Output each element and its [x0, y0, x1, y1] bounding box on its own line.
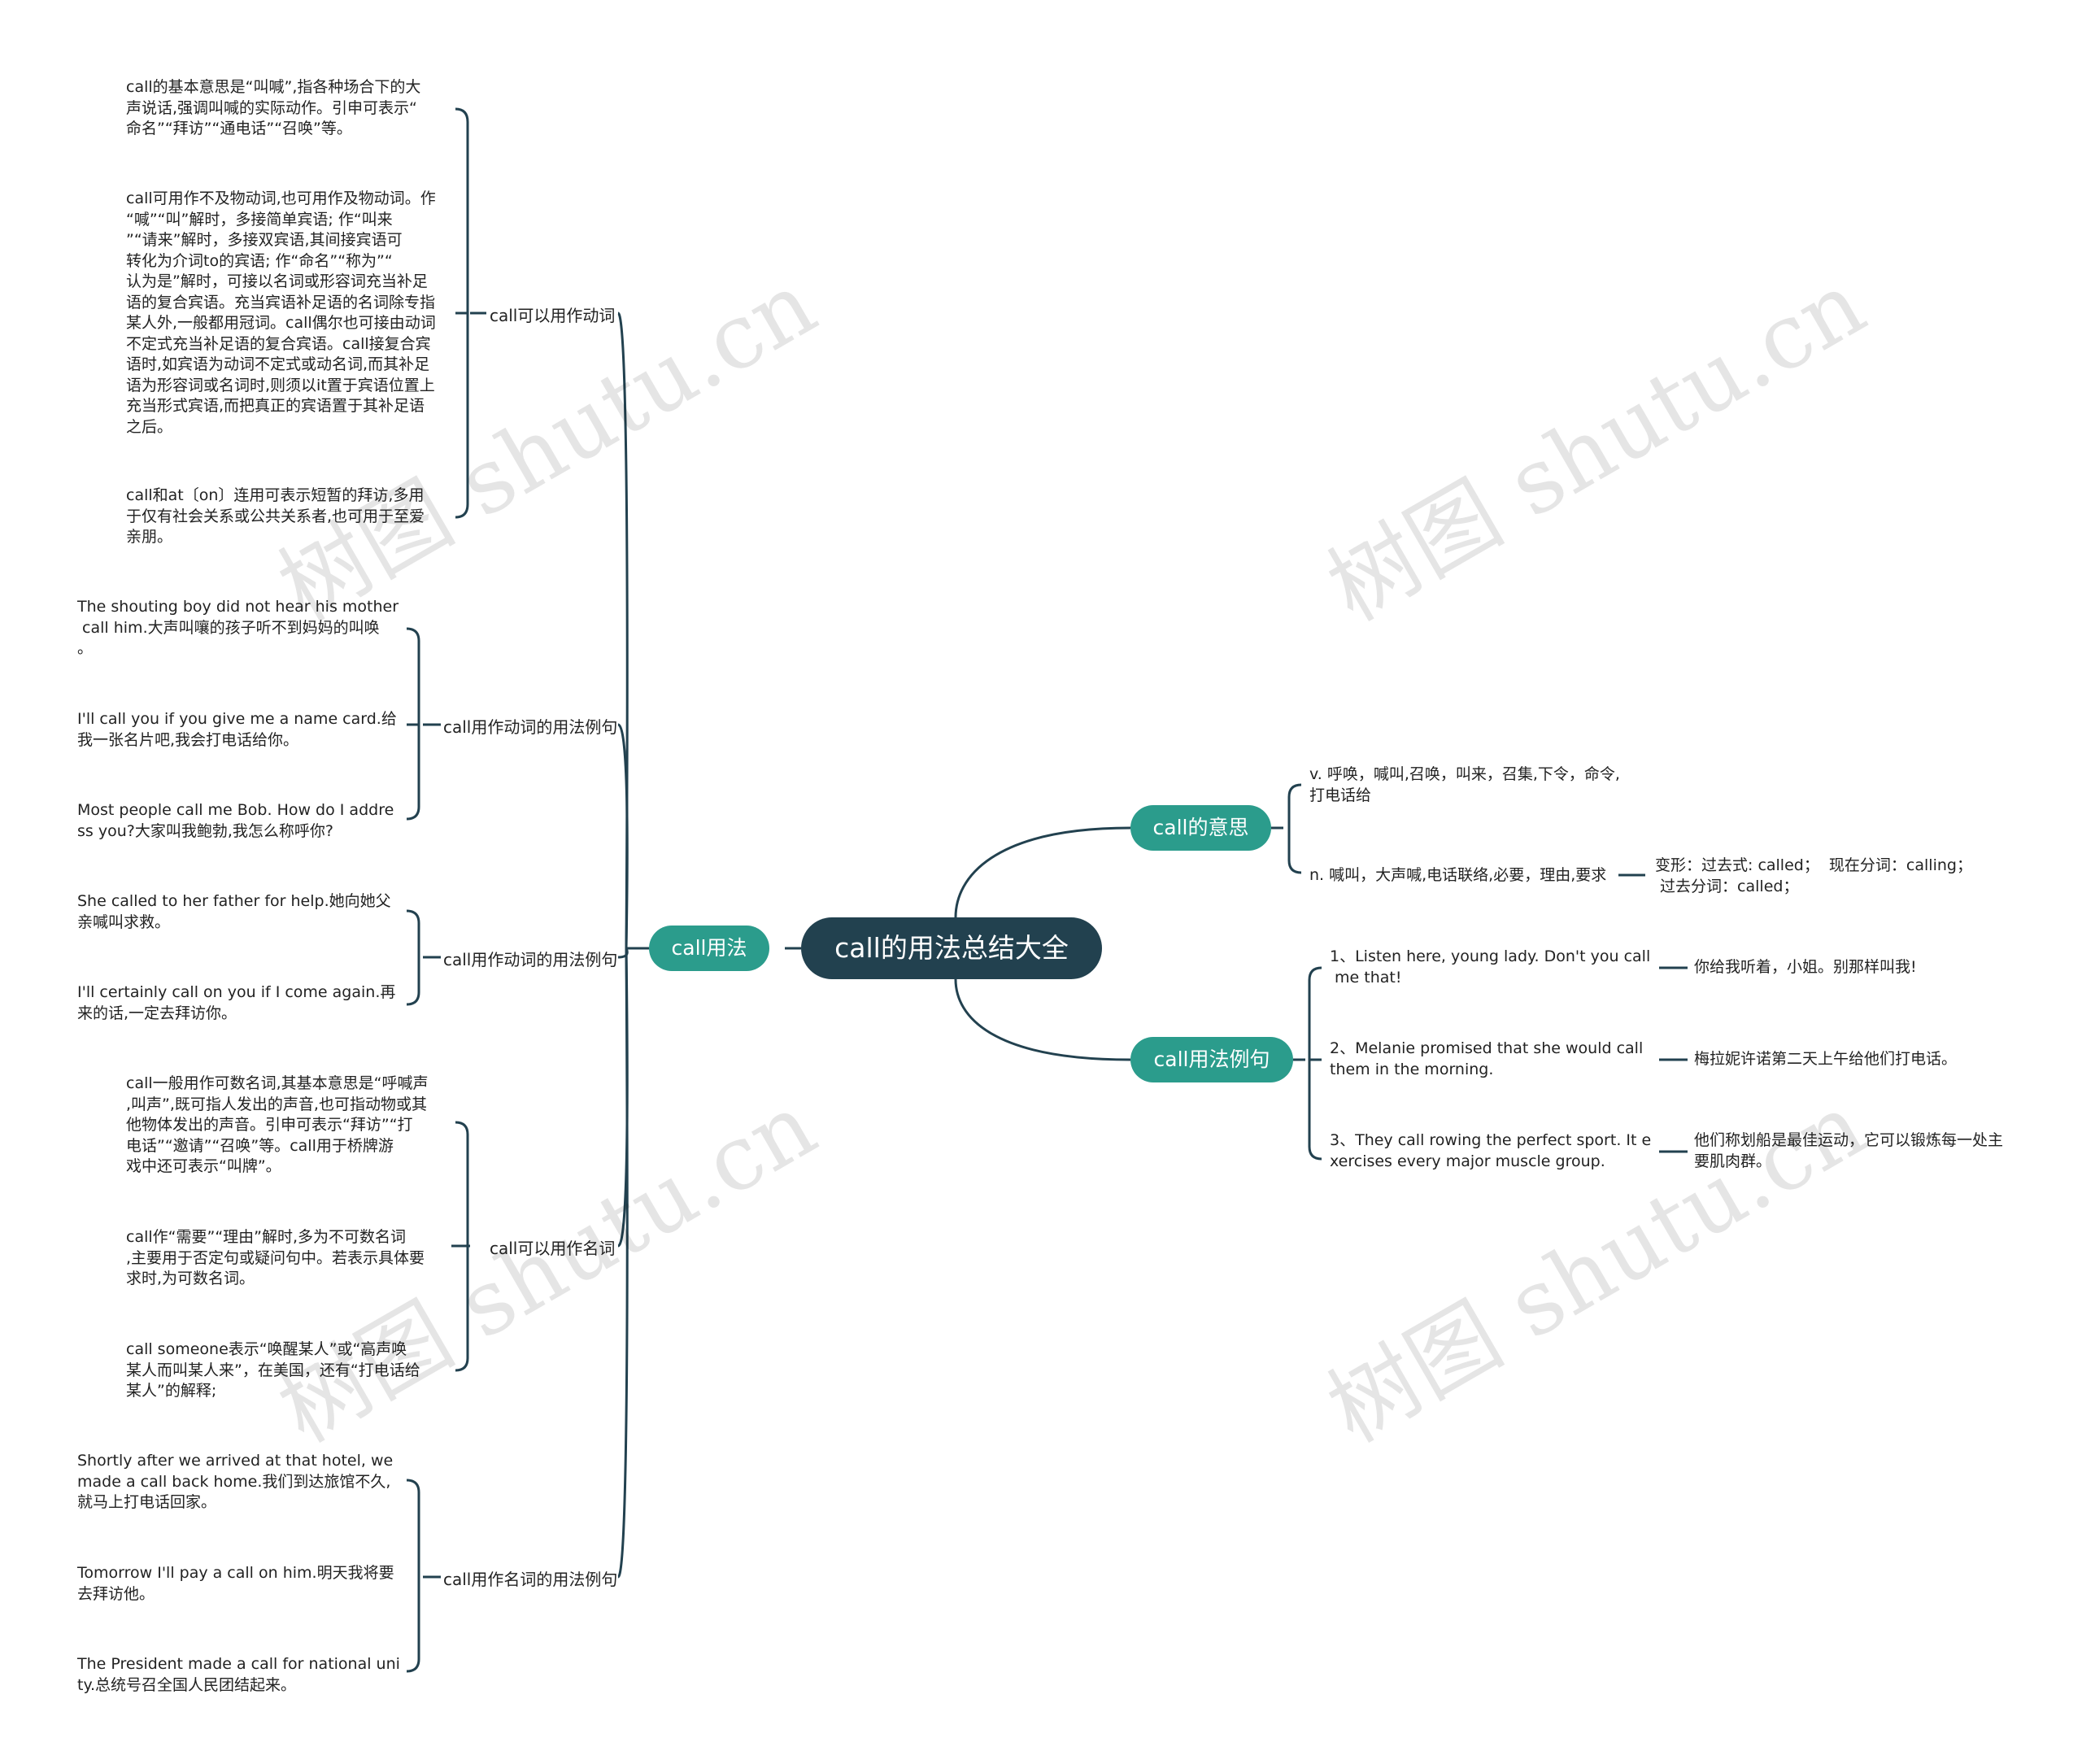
topic-call-examples[interactable]: call用法例句 [1130, 1037, 1293, 1082]
subtopic-noun[interactable]: call可以用作名词 [490, 1239, 616, 1258]
leaf-text: Tomorrow I'll pay a call on him.明天我将要 去拜… [77, 1564, 394, 1603]
leaf-text: Most people call me Bob. How do I addre … [77, 801, 394, 840]
example-en-2: 2、Melanie promised that she would call t… [1330, 1039, 1644, 1078]
subtopic-verb-examples-1[interactable]: call用作动词的用法例句 [443, 717, 618, 737]
subtopic-noun-examples[interactable]: call用作名词的用法例句 [443, 1570, 618, 1589]
example-zh-3: 他们称划船是最佳运动，它可以锻炼每一处主 要肌肉群。 [1694, 1131, 2004, 1170]
leaf-text: Shortly after we arrived at that hotel, … [77, 1452, 394, 1511]
topic-call-usage[interactable]: call用法 [649, 926, 769, 971]
example-en-1: 1、Listen here, young lady. Don't you cal… [1330, 947, 1651, 987]
leaf-text: call可用作不及物动词,也可用作及物动词。作 “喊”“叫”解时，多接简单宾语;… [126, 189, 436, 436]
root-topic[interactable]: call的用法总结大全 [801, 917, 1102, 979]
example-zh-2: 梅拉妮许诺第二天上午给他们打电话。 [1694, 1050, 1958, 1068]
meaning-verb: v. 呼唤，喊叫,召唤，叫来，召集,下令，命令, 打电话给 [1309, 765, 1620, 804]
leaf-text: call的基本意思是“叫喊”,指各种场合下的大 声说话,强调叫喊的实际动作。引申… [126, 78, 421, 137]
subtopic-verb-examples-2[interactable]: call用作动词的用法例句 [443, 950, 618, 969]
word-forms: 变形：过去式: called； 现在分词：calling； 过去分词：calle… [1655, 856, 1972, 895]
leaf-text: The President made a call for national u… [77, 1655, 400, 1694]
leaf-text: I'll certainly call on you if I come aga… [77, 983, 396, 1022]
leaf-text: The shouting boy did not hear his mother… [77, 598, 399, 657]
subtopic-verb[interactable]: call可以用作动词 [490, 306, 616, 325]
leaf-text: call和at〔on〕连用可表示短暂的拜访,多用 于仅有社会关系或公共关系者,也… [126, 486, 425, 546]
meaning-noun: n. 喊叫，大声喊,电话联络,必要，理由,要求 [1309, 866, 1607, 884]
leaf-text: call一般用作可数名词,其基本意思是“呼喊声 ,叫声”,既可指人发出的声音,也… [126, 1074, 429, 1175]
leaf-text: call someone表示“唤醒某人”或“高声唤 某人而叫某人来”，在美国，还… [126, 1340, 420, 1400]
topic-call-meaning[interactable]: call的意思 [1130, 805, 1271, 851]
leaf-text: She called to her father for help.她向她父 亲… [77, 892, 391, 931]
leaf-text: I'll call you if you give me a name card… [77, 710, 397, 749]
example-zh-1: 你给我听着，小姐。别那样叫我! [1694, 958, 1917, 976]
leaf-text: call作“需要”“理由”解时,多为不可数名词 ,主要用于否定句或疑问句中。若表… [126, 1228, 425, 1287]
example-en-3: 3、They call rowing the perfect sport. It… [1330, 1131, 1652, 1170]
